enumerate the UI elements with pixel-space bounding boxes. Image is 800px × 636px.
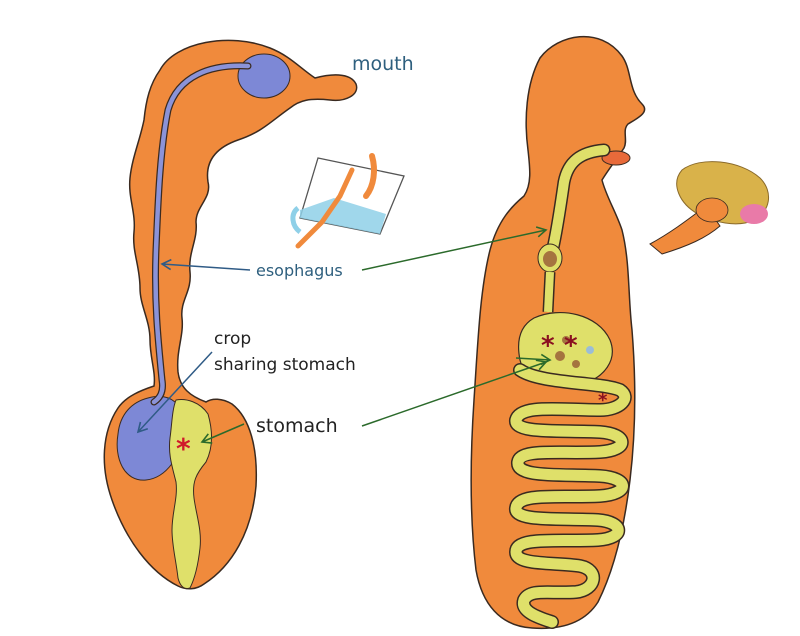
water-pour xyxy=(290,206,302,234)
ant-leg-2 xyxy=(363,153,377,199)
ant-stomach xyxy=(169,399,212,589)
food-bolus-core xyxy=(543,251,557,267)
food-pink-bit xyxy=(740,204,768,224)
stomach-food-3 xyxy=(586,346,594,354)
label-esophagus: esophagus xyxy=(256,261,343,280)
human-lips xyxy=(601,150,631,166)
ant-pharynx xyxy=(237,53,291,99)
intestine-fill xyxy=(510,364,631,628)
arrow-stomach-human-2 xyxy=(515,353,552,366)
arrow-stomach-ant xyxy=(200,423,245,444)
asterisk-human-stomach-1: * xyxy=(541,331,555,361)
asterisk-human-intestine: * xyxy=(598,390,608,411)
hand-with-food-illustration xyxy=(649,161,769,255)
label-crop-line1: crop xyxy=(214,329,251,349)
asterisk-ant-stomach: * xyxy=(176,432,191,465)
ant-esophagus-fill xyxy=(151,63,251,405)
ant-body-outline xyxy=(103,39,358,590)
arrow-esophagus-ant xyxy=(160,258,251,271)
label-stomach: stomach xyxy=(256,415,338,437)
arrow-esophagus-human xyxy=(361,226,548,271)
arrow-crop xyxy=(136,351,213,434)
water-glass-illustration xyxy=(290,153,405,249)
human-intestines xyxy=(508,363,632,629)
asterisk-human-stomach-2: * xyxy=(564,331,578,361)
human-esophagus-lower-fill xyxy=(544,271,554,313)
label-crop-line2: sharing stomach xyxy=(214,355,356,375)
stomach-food-4 xyxy=(562,336,570,344)
ant-leg-1 xyxy=(295,167,355,249)
ant-body xyxy=(103,39,358,590)
stomach-food-1 xyxy=(555,351,565,361)
glass-water xyxy=(300,198,386,234)
label-mouth: mouth xyxy=(352,53,414,75)
stomach-food-2 xyxy=(572,360,580,368)
human-body xyxy=(470,35,646,630)
arrow-stomach-human xyxy=(361,359,548,427)
hand-fist xyxy=(695,197,729,223)
human-esophagus-fill xyxy=(547,145,609,257)
